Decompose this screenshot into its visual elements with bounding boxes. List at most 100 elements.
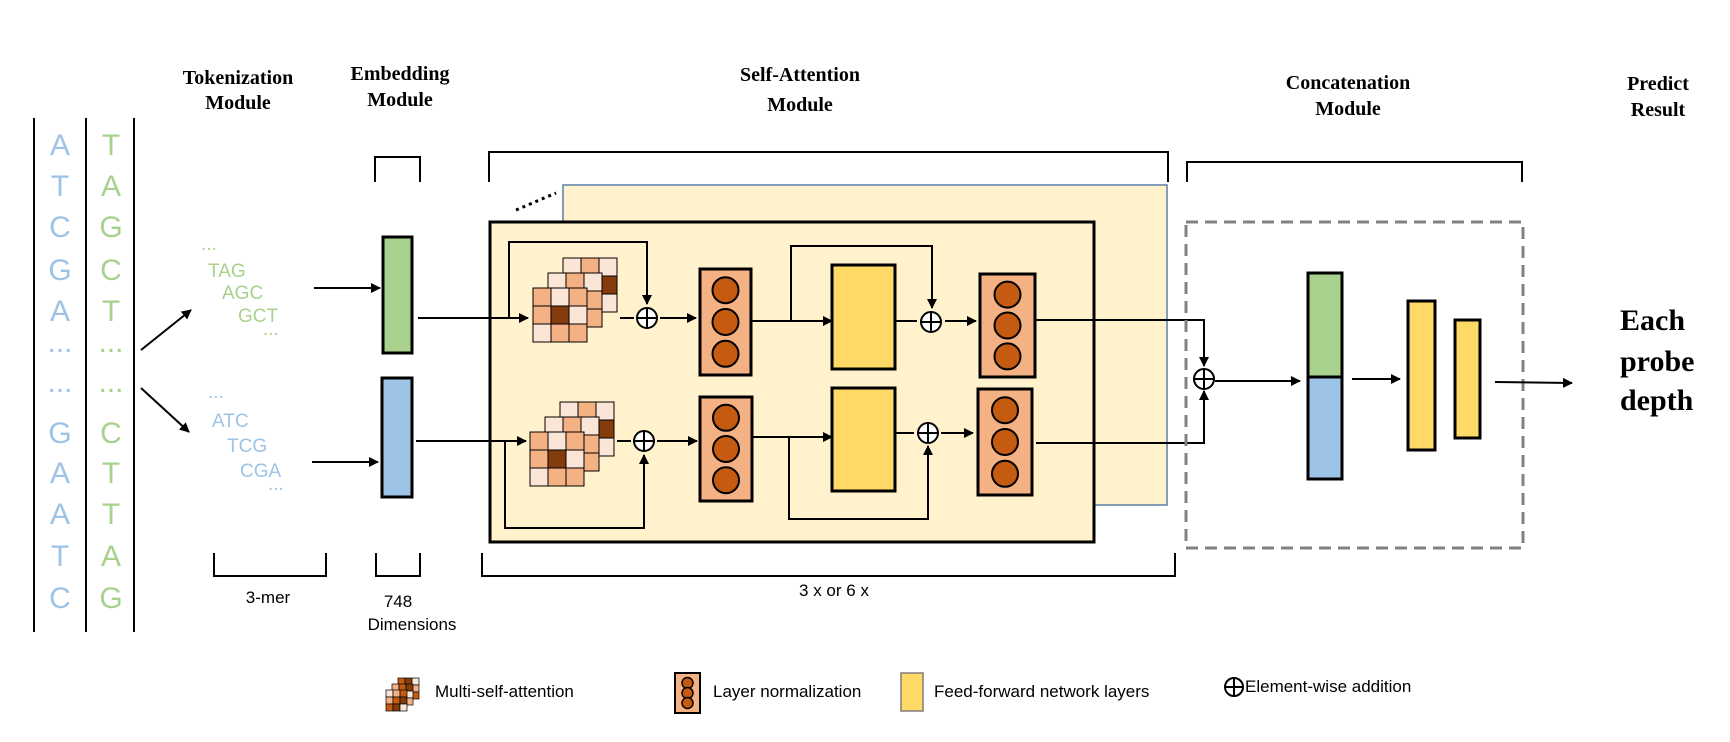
dense-layer-2 (1453, 318, 1482, 440)
kmer-token: AGC (222, 283, 263, 304)
layer-norm-unit (711, 276, 740, 305)
plus-bottom-2 (917, 422, 939, 444)
kmer-token: ... (201, 234, 217, 255)
svg-text:Module: Module (205, 92, 271, 114)
attention-cell (532, 305, 552, 325)
dna-base: A (50, 129, 70, 162)
dna-strand-lines (33, 118, 135, 632)
kmer-list-top: ...TAGAGCGCT... (201, 234, 279, 340)
svg-text:Module: Module (1315, 98, 1381, 120)
layer-norm-boxes (698, 267, 1037, 503)
layer-norm-unit (993, 311, 1022, 340)
legend-layernorm-label: Layer normalization (713, 682, 861, 701)
token-arrow-top (140, 309, 192, 351)
svg-text:Module: Module (767, 94, 833, 116)
attention-cell (565, 449, 585, 469)
legend: Multi-self-attention Layer normalization… (385, 672, 1411, 714)
dna-base: G (99, 582, 122, 615)
legend-attention-label: Multi-self-attention (435, 682, 574, 701)
attention-cell (529, 449, 549, 469)
header-embedding: Embedding Module (351, 63, 450, 111)
repeat-label: 3 x or 6 x (799, 581, 869, 600)
dna-base: G (99, 211, 122, 244)
dna-base: C (100, 417, 122, 450)
dna-base: T (102, 457, 120, 490)
dimensions-label: 748 Dimensions (368, 592, 457, 634)
svg-text:Result: Result (1631, 99, 1686, 121)
dense-layer-1 (1406, 299, 1437, 452)
svg-text:Embedding: Embedding (351, 63, 450, 85)
legend-attention-cell (385, 696, 394, 705)
legend-attention-cell (385, 703, 394, 712)
attention-cell (568, 305, 588, 325)
svg-text:Self-Attention: Self-Attention (740, 64, 860, 86)
kmer-list-bottom: ...ATCTCGCGA... (208, 382, 284, 495)
kmer-token: TCG (227, 436, 267, 457)
plus-top-1 (636, 307, 658, 329)
ffn-bottom (830, 386, 897, 493)
concat-dashed-box (1184, 220, 1525, 550)
header-predict: Predict Result (1627, 73, 1689, 121)
predict-result-text: Each probe depth (1620, 304, 1694, 417)
svg-text:Dimensions: Dimensions (368, 615, 457, 634)
kmer-token: TAG (208, 261, 246, 282)
header-self-attention: Self-Attention Module (740, 64, 860, 116)
layer-norm-unit (993, 342, 1022, 371)
dna-base: A (50, 295, 70, 328)
embedding-bracket-bottom (375, 553, 421, 577)
svg-text:depth: depth (1620, 384, 1694, 417)
kmer-token: CGA (240, 461, 282, 482)
kmer-token: ATC (212, 411, 249, 432)
attention-cell (547, 431, 567, 451)
dna-base: ... (47, 326, 72, 359)
token-arrow-bottom (140, 387, 190, 433)
header-concatenation: Concatenation Module (1286, 72, 1410, 120)
dna-base: T (102, 498, 120, 531)
layer-norm-unit (711, 339, 740, 368)
concat-vector-blue (1306, 375, 1344, 481)
legend-layernorm-icon (674, 672, 701, 714)
legend-attention-icon (385, 677, 420, 712)
svg-text:Predict: Predict (1627, 73, 1689, 95)
attention-cell (550, 287, 570, 307)
kmer-token: GCT (238, 306, 279, 327)
multi-self-attention-bottom (529, 401, 615, 487)
attention-cell (547, 467, 567, 487)
legend-attention-cell (392, 696, 401, 705)
svg-text:Each: Each (1620, 304, 1685, 337)
attention-cell (532, 287, 552, 307)
layer-norm-unit (712, 435, 740, 463)
attention-cell (529, 467, 549, 487)
attention-cell (565, 431, 585, 451)
header-tokenization: Tokenization Module (183, 67, 293, 114)
legend-attention-cell (399, 703, 408, 712)
bottom-row-connections (504, 428, 974, 529)
svg-text:probe: probe (1620, 345, 1694, 378)
kmer-bracket (213, 553, 327, 577)
dna-base: C (49, 211, 71, 244)
dna-base: C (49, 582, 71, 615)
embedding-vector-blue (380, 376, 414, 499)
dna-base: ... (98, 366, 123, 399)
plus-top-2 (920, 311, 942, 333)
self-attention-bracket-bottom (481, 553, 1176, 577)
plus-concat (1193, 368, 1215, 390)
legend-attention-cell (392, 703, 401, 712)
dna-base: ... (47, 366, 72, 399)
attention-cell (547, 449, 567, 469)
dna-base: T (102, 295, 120, 328)
layer-norm-unit (712, 466, 740, 495)
attention-cell (550, 323, 570, 343)
concat-vector-green (1306, 271, 1344, 379)
attention-cell (532, 323, 552, 343)
arrow-to-result (1494, 377, 1573, 388)
plus-bottom-1 (633, 430, 655, 452)
legend-attention-cell (399, 689, 408, 698)
layer-norm-unit (991, 396, 1019, 425)
dna-base: A (101, 540, 121, 573)
legend-addition-icon (1224, 677, 1244, 697)
layer-norm-unit (991, 428, 1019, 456)
